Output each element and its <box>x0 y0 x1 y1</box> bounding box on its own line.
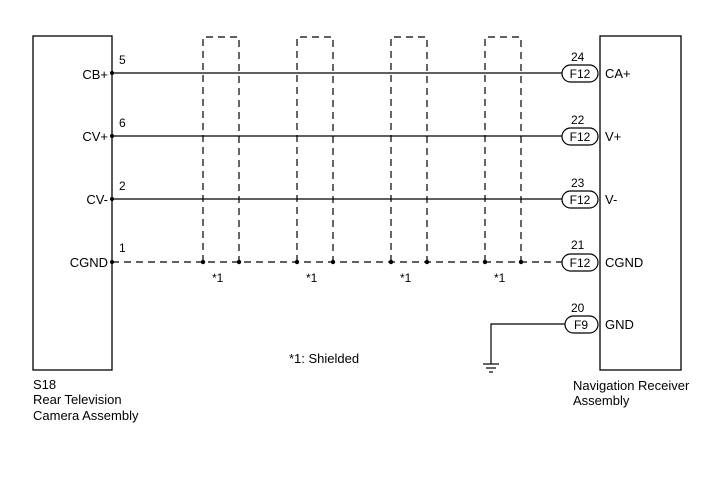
ground-wire <box>490 323 565 364</box>
shield-mark: *1 <box>212 271 224 285</box>
shield-note: *1: Shielded <box>289 351 360 366</box>
right-signal-label: V- <box>605 192 618 207</box>
right-signal-label: CA+ <box>605 66 631 81</box>
left-pin-number: 6 <box>119 116 126 130</box>
left-device-name-line2: Camera Assembly <box>33 408 139 423</box>
connector-label: F12 <box>569 130 591 144</box>
right-pin-number: 21 <box>571 238 585 252</box>
shield-mark: *1 <box>306 271 318 285</box>
shield-3 <box>390 36 428 262</box>
right-pin-number: 20 <box>571 301 585 315</box>
shield-mark: *1 <box>400 271 412 285</box>
right-device-box <box>599 35 682 371</box>
right-signal-label: CGND <box>605 255 644 270</box>
shield-mark: *1 <box>494 271 506 285</box>
left-device-name-line1: Rear Television <box>33 392 122 407</box>
right-device-name-line1: Navigation Receiver <box>573 378 690 393</box>
pin-dot <box>110 134 114 138</box>
connector-f12-21 <box>561 253 599 272</box>
connector-f12-24 <box>561 64 599 83</box>
shield-4 <box>484 36 522 262</box>
ground-symbol-icon <box>483 363 499 373</box>
connector-f12-22 <box>561 127 599 146</box>
pin-dot <box>110 260 114 264</box>
left-device-box <box>32 35 113 371</box>
left-signal-label: CV+ <box>82 129 108 144</box>
right-signal-label: V+ <box>605 129 622 144</box>
left-pin-number: 1 <box>119 241 126 255</box>
connector-label: F12 <box>569 67 591 81</box>
right-pin-number: 23 <box>571 176 585 190</box>
left-signal-label: CGND <box>69 255 108 270</box>
connector-label: F12 <box>569 193 591 207</box>
connector-f12-23 <box>561 190 599 209</box>
right-pin-number: 22 <box>571 113 585 127</box>
connectors <box>561 64 599 334</box>
left-pin-number: 2 <box>119 179 126 193</box>
pin-dot <box>110 71 114 75</box>
shield-dots <box>200 259 524 265</box>
left-device-code: S18 <box>33 377 57 392</box>
shield-2 <box>296 36 334 262</box>
right-signal-label: GND <box>605 317 634 332</box>
connector-label: F9 <box>573 318 588 332</box>
right-pin-number: 24 <box>571 50 585 64</box>
shield-1 <box>202 36 240 262</box>
left-signal-label: CB+ <box>82 67 108 82</box>
shield-group <box>202 36 522 262</box>
right-device-name-line2: Assembly <box>573 393 630 408</box>
connector-label: F12 <box>569 256 591 270</box>
left-pin-number: 5 <box>119 53 126 67</box>
pin-dot <box>110 197 114 201</box>
left-signal-label: CV- <box>86 192 108 207</box>
